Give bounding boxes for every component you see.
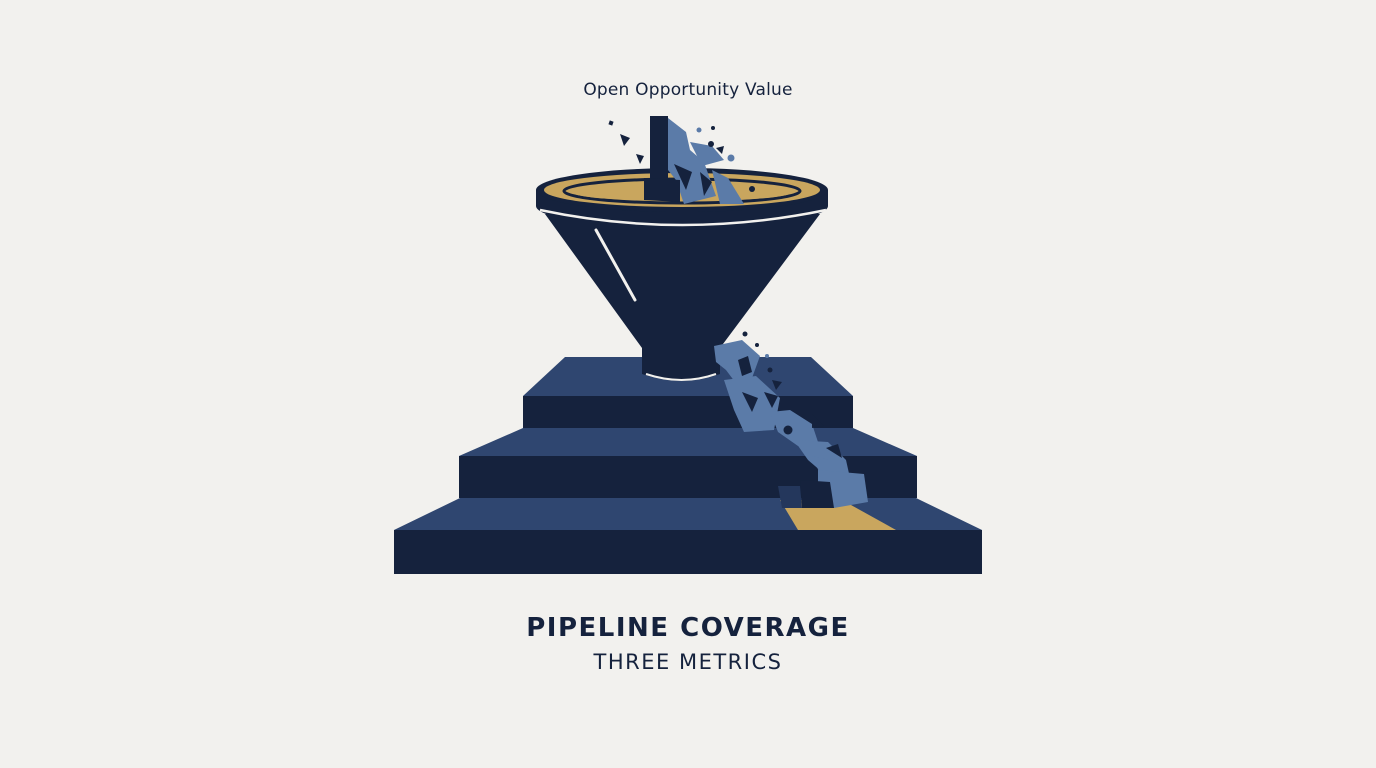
step-bottom-top <box>394 498 982 530</box>
exit-blocks <box>714 331 868 508</box>
step-middle-top <box>459 428 917 456</box>
falling-blocks-icon <box>608 116 755 204</box>
stepped-pyramid-icon <box>394 357 982 574</box>
diagram-subtitle: THREE METRICS <box>593 650 783 674</box>
funnel-cone <box>545 214 820 381</box>
top-label: Open Opportunity Value <box>583 80 793 100</box>
funnel-icon <box>536 168 828 381</box>
diagram-title: PIPELINE COVERAGE <box>526 613 850 643</box>
step-bottom-front <box>394 530 982 574</box>
